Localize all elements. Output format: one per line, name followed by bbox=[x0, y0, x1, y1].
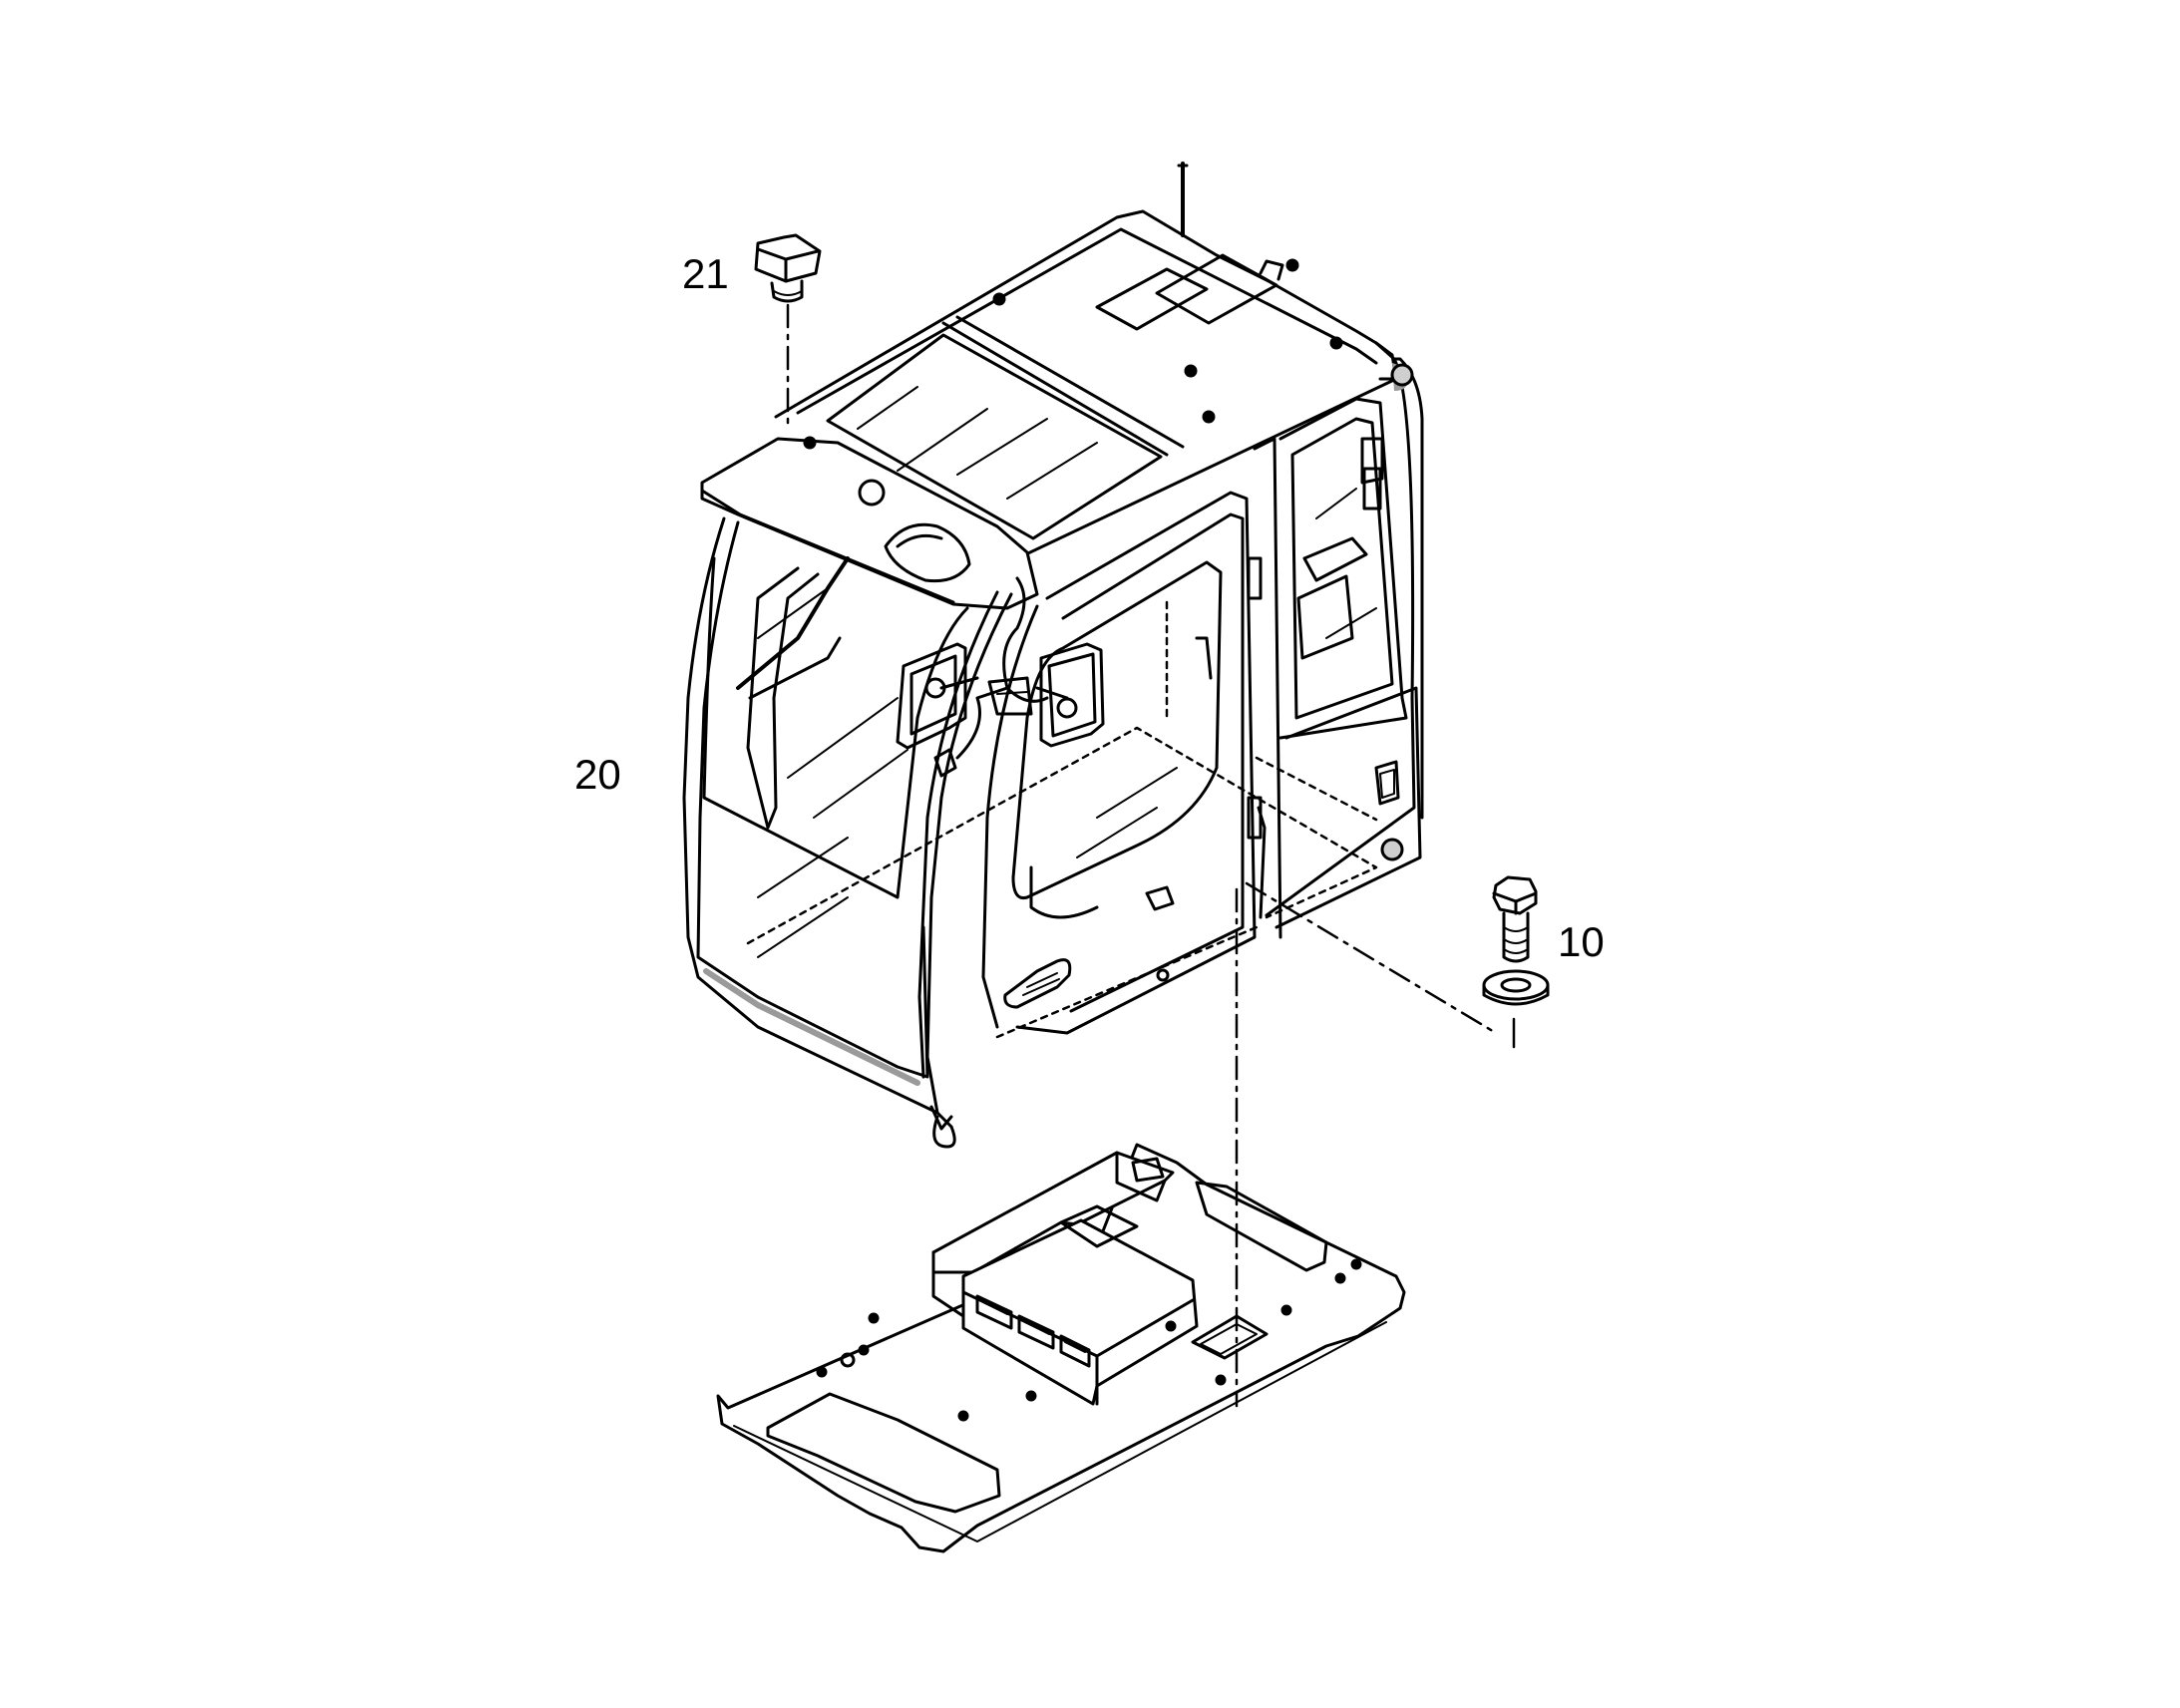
operator-cab-icon bbox=[682, 162, 1424, 1149]
callout-10: 10 bbox=[1558, 918, 1605, 965]
cap-screw-icon bbox=[754, 233, 822, 303]
callout-20: 20 bbox=[574, 751, 621, 798]
floor-plate-icon bbox=[716, 1143, 1406, 1553]
bolt-with-washer-icon bbox=[1482, 875, 1550, 1006]
leader-line-10 bbox=[1245, 881, 1498, 1035]
callout-21: 21 bbox=[682, 250, 729, 297]
